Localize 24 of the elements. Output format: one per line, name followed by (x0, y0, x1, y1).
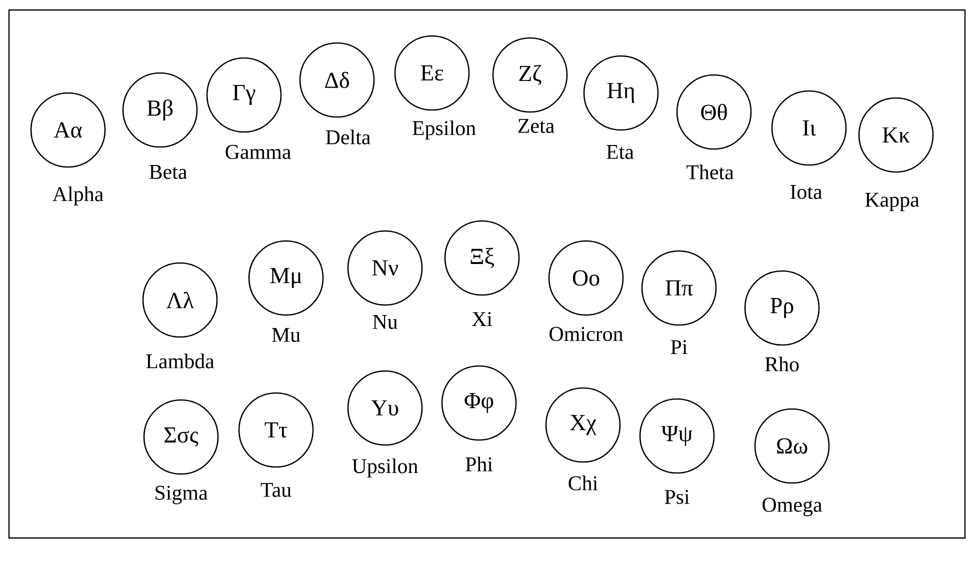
letter-name: Omega (762, 498, 822, 516)
letter-name: Epsilon (412, 120, 476, 140)
letter-name: Alpha (52, 186, 104, 206)
letter-name: Sigma (156, 486, 208, 504)
letter-name: Beta (149, 165, 187, 179)
letter-name: Kappa (865, 192, 920, 212)
letter-name: Pi (670, 340, 688, 354)
letter-name: Delta (326, 130, 370, 144)
letter-name: Chi (568, 476, 598, 490)
letter-name: Psi (664, 490, 690, 504)
letter-name: Phi (466, 456, 493, 472)
letter-name: Lambda (146, 354, 214, 368)
letter-name: Nu (372, 315, 398, 329)
letter-name: Rho (765, 356, 799, 372)
letter-name: Mu (272, 328, 300, 342)
letter-name: Tau (260, 483, 292, 497)
letter-name: Zeta (518, 119, 554, 133)
letter-name: Upsilon (352, 458, 418, 478)
letter-name: Theta (686, 164, 734, 180)
letter-name: Eta (606, 145, 634, 159)
letter-name: Xi (472, 312, 492, 326)
letter-name: Gamma (226, 144, 291, 160)
letter-name: Iota (790, 185, 822, 199)
letter-name: Omicron (550, 326, 623, 342)
